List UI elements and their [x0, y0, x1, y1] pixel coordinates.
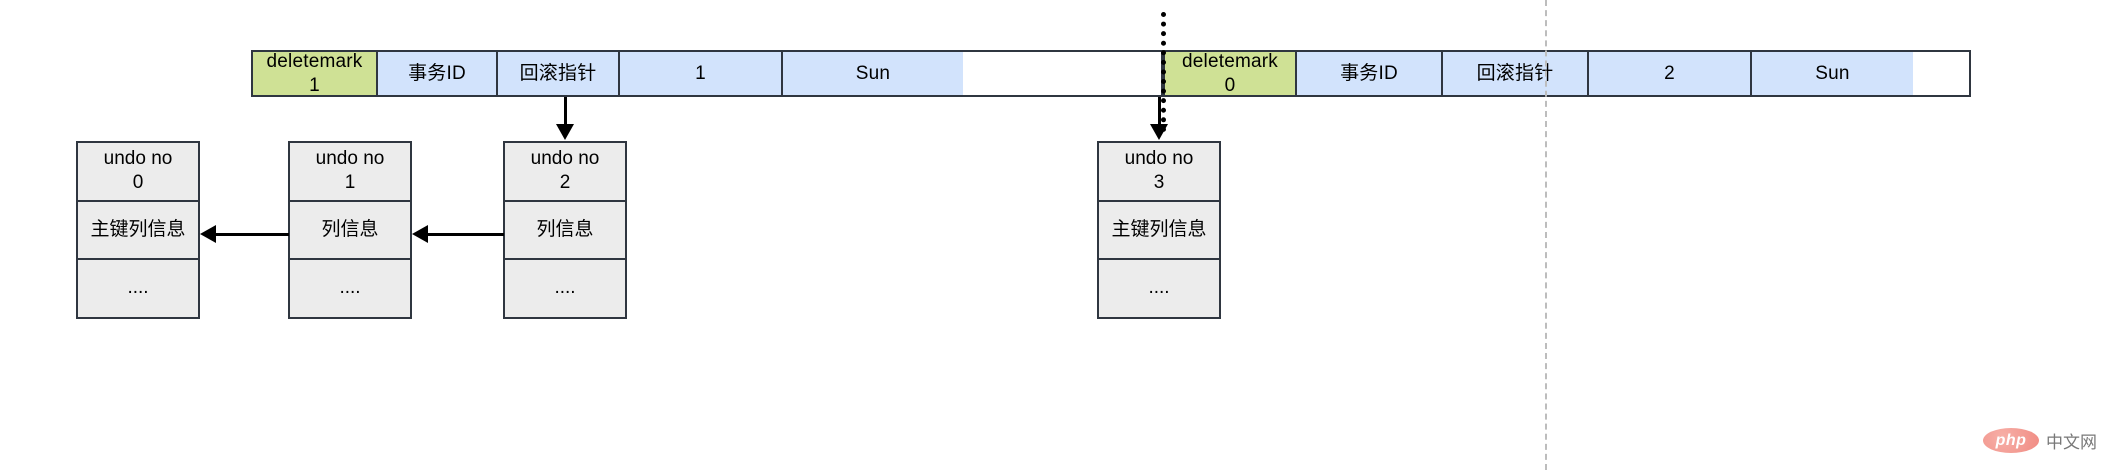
record-cell-value: 1	[309, 74, 320, 96]
undo-box-footer: ....	[78, 260, 198, 317]
record-cell-label: deletemark	[1182, 50, 1278, 72]
record-cell-rollptr-right: 回滚指针	[1443, 52, 1589, 95]
undo-box-header: undo no 3	[1099, 143, 1219, 202]
connector-undo1-to-undo0	[216, 233, 289, 236]
undo-footer-label: ....	[127, 277, 149, 299]
record-cell-col2-right: Sun	[1752, 52, 1913, 95]
undo-box-header: undo no 1	[290, 143, 410, 202]
record-row-left: deletemark 1 事务ID 回滚指针 1 Sun	[251, 50, 1163, 97]
watermark: php 中文网	[1983, 428, 2097, 453]
undo-footer-label: ....	[1148, 277, 1170, 299]
record-row-right: deletemark 0 事务ID 回滚指针 2 Sun	[1163, 50, 1971, 97]
undo-box-footer: ....	[505, 260, 625, 317]
record-cell-label: 事务ID	[408, 62, 466, 84]
record-cell-deletemark-right: deletemark 0	[1165, 50, 1297, 96]
watermark-text: 中文网	[2046, 433, 2097, 452]
dashed-divider	[1545, 0, 1547, 470]
undo-body-label: 主键列信息	[90, 218, 186, 240]
record-cell-rollptr-left: 回滚指针	[498, 52, 620, 95]
undo-footer-label: ....	[339, 277, 361, 299]
undo-box-1: undo no 1 列信息 ....	[288, 141, 412, 319]
record-cell-trxid-left: 事务ID	[378, 52, 498, 95]
undo-box-footer: ....	[290, 260, 410, 317]
arrow-left-to-undo0	[200, 225, 216, 243]
record-cell-col1-right: 2	[1589, 52, 1752, 95]
undo-box-footer: ....	[1099, 260, 1219, 317]
undo-no-label: undo no	[315, 147, 385, 169]
undo-box-header: undo no 0	[78, 143, 198, 202]
undo-no-label: undo no	[103, 147, 173, 169]
undo-body-label: 列信息	[321, 218, 379, 240]
undo-box-0: undo no 0 主键列信息 ....	[76, 141, 200, 319]
connector-undo2-to-undo1	[428, 233, 504, 236]
undo-box-body: 列信息	[505, 202, 625, 261]
undo-no-value: 0	[132, 172, 144, 194]
arrow-down-to-undo3	[1150, 124, 1168, 140]
record-cell-label: 回滚指针	[1476, 62, 1554, 84]
undo-no-label: undo no	[530, 147, 600, 169]
undo-box-body: 主键列信息	[1099, 202, 1219, 261]
undo-box-2: undo no 2 列信息 ....	[503, 141, 627, 319]
record-cell-label: Sun	[855, 62, 891, 84]
record-cell-col1-left: 1	[620, 52, 783, 95]
undo-no-value: 2	[559, 172, 571, 194]
record-cell-label: deletemark	[266, 50, 363, 72]
arrow-left-to-undo1	[412, 225, 428, 243]
undo-no-value: 1	[344, 172, 356, 194]
record-cell-label: 2	[1664, 62, 1675, 84]
record-cell-col2-left: Sun	[783, 52, 963, 95]
undo-footer-label: ....	[554, 277, 576, 299]
record-cell-label: 事务ID	[1340, 62, 1398, 84]
undo-box-body: 列信息	[290, 202, 410, 261]
connector-rollptr-left-to-undo2	[564, 97, 567, 125]
record-cell-value: 0	[1224, 74, 1236, 96]
undo-box-body: 主键列信息	[78, 202, 198, 261]
arrow-down-to-undo2	[556, 124, 574, 140]
record-cell-label: Sun	[1815, 62, 1850, 84]
connector-rollptr-right-to-undo3	[1158, 97, 1161, 125]
dotted-divider	[1161, 12, 1166, 132]
php-logo-icon: php	[1983, 428, 2039, 453]
record-cell-deletemark-left: deletemark 1	[253, 50, 378, 96]
record-cell-label: 1	[695, 62, 706, 84]
undo-no-value: 3	[1153, 172, 1165, 194]
undo-body-label: 主键列信息	[1111, 218, 1207, 240]
record-cell-trxid-right: 事务ID	[1297, 52, 1443, 95]
undo-body-label: 列信息	[536, 218, 594, 240]
record-cell-label: 回滚指针	[519, 62, 597, 84]
undo-box-3: undo no 3 主键列信息 ....	[1097, 141, 1221, 319]
undo-box-header: undo no 2	[505, 143, 625, 202]
undo-no-label: undo no	[1124, 147, 1194, 169]
